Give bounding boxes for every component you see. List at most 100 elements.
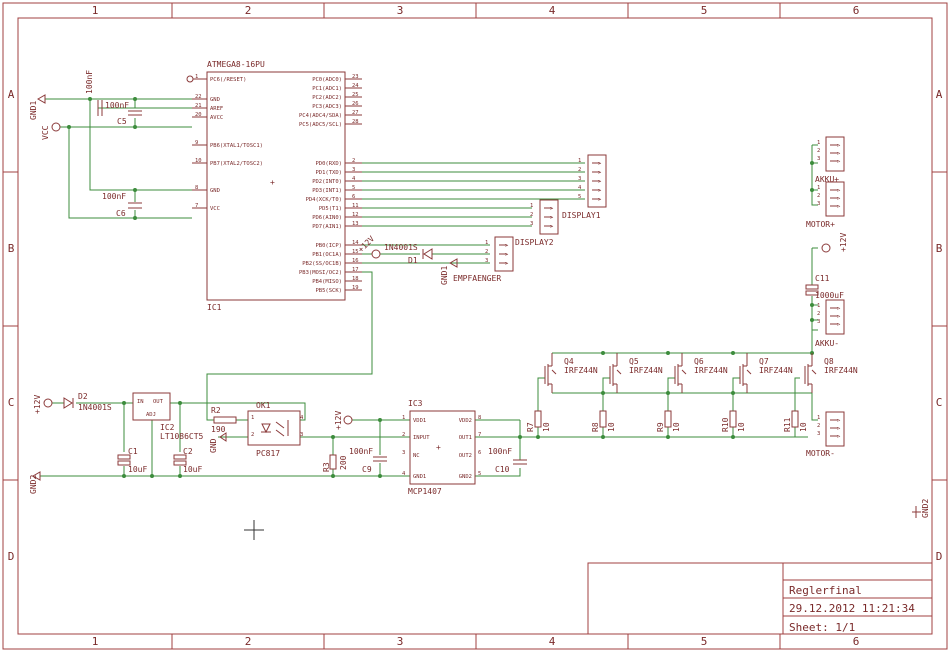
v12-symbol-ic3: +12V	[334, 411, 353, 430]
ic1-pin-label: PB4(MISO)	[312, 279, 342, 285]
ic1-pin-label: PD3(INT1)	[312, 188, 342, 194]
capacitor-c6: 100nF C6	[102, 192, 142, 218]
connector-pin-mark: >	[550, 224, 554, 230]
connector-pin-mark: >	[837, 306, 841, 312]
d2-value: 1N4001S	[78, 403, 112, 412]
connector-pin-number: 4	[578, 185, 582, 191]
d1-name: D1	[408, 256, 418, 265]
gnd2-label-right: GND2	[921, 499, 930, 518]
connector-pin-mark: >	[598, 170, 602, 176]
row-label: D	[8, 550, 15, 563]
ic3-pin-label: INPUT	[413, 435, 430, 441]
col-label: 3	[397, 635, 404, 648]
ic1-pin-label: PB3(MOSI/OC2)	[299, 270, 342, 276]
connector-pin-mark: >	[550, 215, 554, 221]
ok1-pin: 3	[300, 432, 303, 438]
ok1-pin: 4	[300, 415, 304, 421]
ic1-right-pins: PC0(ADC0)23PC1(ADC1)24PC2(ADC2)25PC3(ADC…	[299, 74, 362, 294]
empfaenger-pins: 1>2>3>	[485, 240, 509, 267]
connector-akku-plus: AKKU+	[815, 136, 845, 184]
ic1-pin-label: PD0(RXD)	[316, 161, 343, 167]
row-label: B	[936, 242, 943, 255]
ok1-pin: 1	[251, 415, 254, 421]
diode-d2: D2 1N4001S	[63, 392, 112, 412]
origin-mark: +	[436, 443, 441, 452]
connector-pin-mark: >	[837, 151, 841, 157]
connector-pin-number: 1	[817, 185, 820, 191]
connector-pin-mark: >	[598, 179, 602, 185]
display1-label: DISPLAY1	[562, 211, 601, 220]
ic1-pin-label: PB7(XTAL2/TOSC2)	[210, 161, 263, 167]
ic1-pin-number: 24	[352, 83, 359, 89]
gnd1-symbol-receiver: GND1	[440, 258, 458, 285]
vcc-label: VCC	[41, 125, 50, 140]
ic1-pin-number: 22	[195, 94, 202, 100]
c5-value-2: 100nF	[105, 101, 129, 110]
ic1-pin-number: 3	[352, 167, 355, 173]
ic3-pin-label: NC	[413, 453, 420, 459]
ic1-pin-label: VCC	[210, 206, 220, 212]
resistor-value: 10	[542, 422, 551, 432]
capacitor-c5: 100nF 100nF C5	[85, 70, 142, 126]
ic1-pin-label: GND	[210, 188, 220, 194]
row-label: C	[936, 396, 943, 409]
connector-pin-number: 3	[578, 176, 581, 182]
c2-value: 10uF	[183, 465, 202, 474]
c5-name: C5	[117, 117, 127, 126]
ic3-pin-number: 8	[478, 415, 481, 421]
ic1-pin-number: 21	[195, 103, 202, 109]
ic1-pin-number: 4	[352, 176, 356, 182]
connector-display1: DISPLAY1	[562, 154, 607, 220]
ic1-name: IC1	[207, 303, 222, 312]
ic1-value: ATMEGA8-16PU	[207, 60, 265, 69]
ic2-pin-adj: ADJ	[146, 412, 156, 418]
gnd1-label: GND1	[29, 101, 38, 120]
col-label: 5	[701, 635, 708, 648]
connector-pin-number: 3	[485, 258, 488, 264]
connector-motor-plus: MOTOR+	[806, 181, 845, 229]
junction	[666, 351, 670, 355]
ic1-pin-number: 5	[352, 185, 355, 191]
resistor-value: 10	[737, 422, 746, 432]
origin-mark: +	[270, 178, 275, 187]
ic3-pin-number: 2	[402, 432, 405, 438]
connector-pin-mark: >	[837, 314, 841, 320]
junction	[810, 161, 814, 165]
junction	[536, 435, 540, 439]
connector-pin-mark: >	[837, 434, 841, 440]
resistor-value: 10	[799, 422, 808, 432]
connector-pin-number: 1	[485, 240, 488, 246]
junction	[731, 435, 735, 439]
gnd-symbol: GND	[209, 432, 227, 453]
r3-name: R3	[322, 462, 331, 472]
connector-pin-number: 1	[578, 158, 581, 164]
empfaenger-label: EMPFAENGER	[453, 274, 501, 283]
ok1-name: OK1	[256, 401, 271, 410]
connector-pin-number: 3	[817, 431, 820, 437]
junction	[601, 391, 605, 395]
junction	[133, 125, 137, 129]
gnd2-label-left: GND2	[29, 475, 38, 494]
ic1-pin-label: PB2(SS/OC1B)	[302, 261, 342, 267]
ic1-left-pins: PC6(/RESET)1GND22AREF21AVCC20PB6(XTAL1/T…	[192, 74, 263, 212]
c2-name: C2	[183, 447, 193, 456]
ic1-pin-number: 9	[195, 140, 198, 146]
row-label: A	[8, 88, 15, 101]
ic1-pin-number: 23	[352, 74, 359, 80]
c9-value: 100nF	[349, 447, 373, 456]
connector-pin-number: 3	[817, 319, 820, 325]
ic1-pin-label: PC3(ADC3)	[312, 104, 342, 110]
mosfet-value: IRFZ44N	[694, 366, 728, 375]
capacitor-c10: 100nF C10	[488, 447, 527, 474]
row-label: A	[936, 88, 943, 101]
gnd1-label-2: GND1	[440, 266, 449, 285]
akku-plus-label: AKKU+	[815, 175, 839, 184]
gnd2-symbol-right: GND2	[912, 499, 930, 518]
connector-pin-number: 1	[817, 140, 820, 146]
ic1-pin-label: PC4(ADC4/SDA)	[299, 113, 342, 119]
